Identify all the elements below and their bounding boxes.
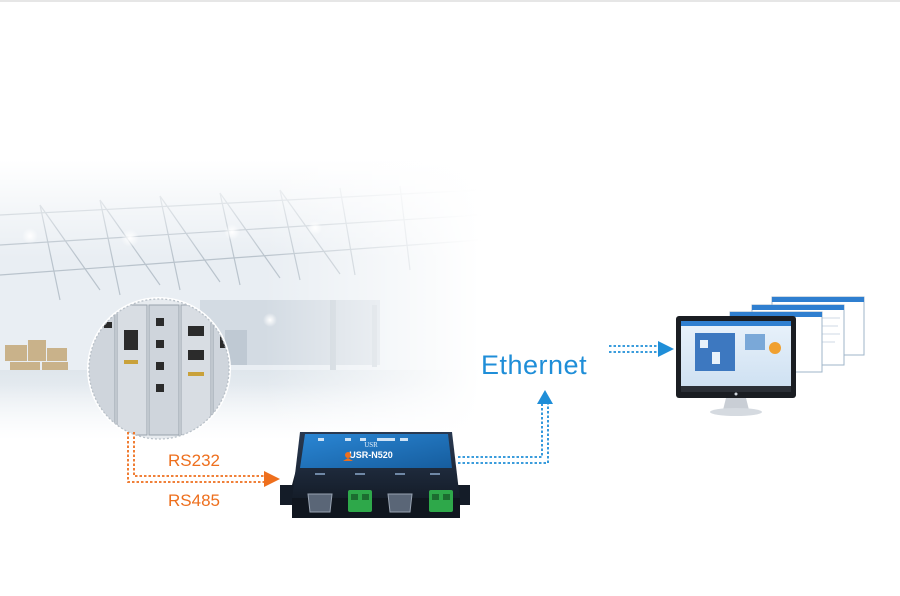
device-brand: USR: [364, 441, 378, 449]
serial-arrowhead: [264, 471, 280, 487]
db9-port: [307, 493, 413, 513]
serial-arrows: [127, 432, 280, 487]
device-model: USR-N520: [349, 450, 393, 460]
rs232-label: RS232: [168, 451, 220, 470]
terminal-block: [348, 490, 453, 512]
computer-monitor-icon: [676, 296, 865, 416]
warehouse-background: [0, 160, 481, 440]
rs485-label: RS485: [168, 491, 220, 510]
serial-server-device: USR USR-N520: [280, 432, 470, 518]
ethernet-label: Ethernet: [481, 350, 588, 380]
ethernet-arrows: [458, 341, 674, 464]
ethernet-up-arrowhead: [537, 390, 553, 404]
top-divider: [0, 0, 900, 2]
ethernet-right-arrowhead: [658, 341, 674, 357]
